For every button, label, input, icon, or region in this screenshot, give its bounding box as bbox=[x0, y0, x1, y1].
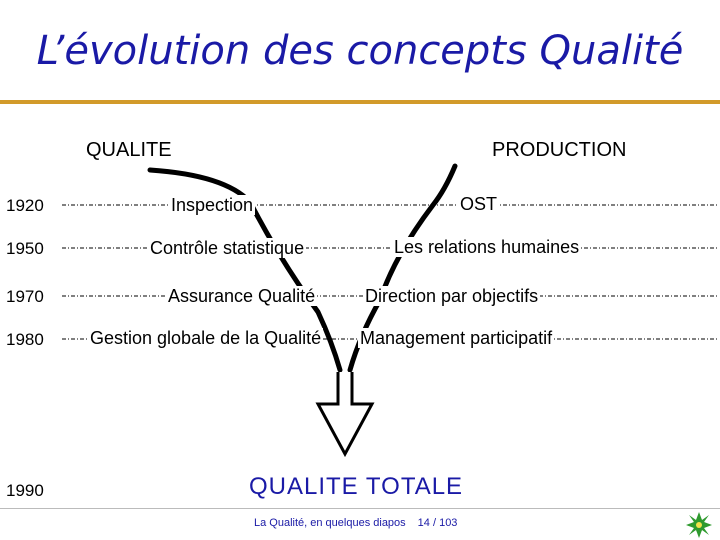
leaf-logo-icon bbox=[686, 512, 712, 538]
year-1980: 1980 bbox=[6, 330, 44, 349]
footer-caption: La Qualité, en quelques diapos bbox=[254, 517, 406, 529]
slide-title: L’évolution des concepts Qualité bbox=[36, 28, 684, 74]
year-1950: 1950 bbox=[6, 239, 44, 258]
quality-header: QUALITE bbox=[84, 139, 174, 161]
quality-stage-1970: Assurance Qualité bbox=[166, 286, 318, 306]
production-stage-1970: Direction par objectifs bbox=[363, 286, 541, 306]
production-stage-1920: OST bbox=[458, 194, 500, 214]
year-1970: 1970 bbox=[6, 287, 44, 306]
total-quality-label: QUALITE TOTALE bbox=[249, 473, 464, 500]
footer: La Qualité, en quelques diapos 14 / 103 bbox=[254, 517, 469, 529]
page-number: 14 / 103 bbox=[417, 517, 458, 529]
year-1920: 1920 bbox=[6, 196, 44, 215]
year-1990: 1990 bbox=[6, 481, 44, 500]
quality-stage-1950: Contrôle statistique bbox=[148, 238, 307, 258]
footer-divider bbox=[0, 508, 720, 509]
production-stage-1950: Les relations humaines bbox=[392, 237, 582, 257]
quality-stage-1920: Inspection bbox=[169, 195, 256, 215]
production-stage-1980: Management participatif bbox=[358, 328, 555, 348]
quality-stage-1980: Gestion globale de la Qualité bbox=[88, 328, 324, 348]
production-header: PRODUCTION bbox=[490, 139, 629, 161]
title-divider bbox=[0, 100, 720, 104]
convergence-arrow bbox=[315, 372, 375, 458]
